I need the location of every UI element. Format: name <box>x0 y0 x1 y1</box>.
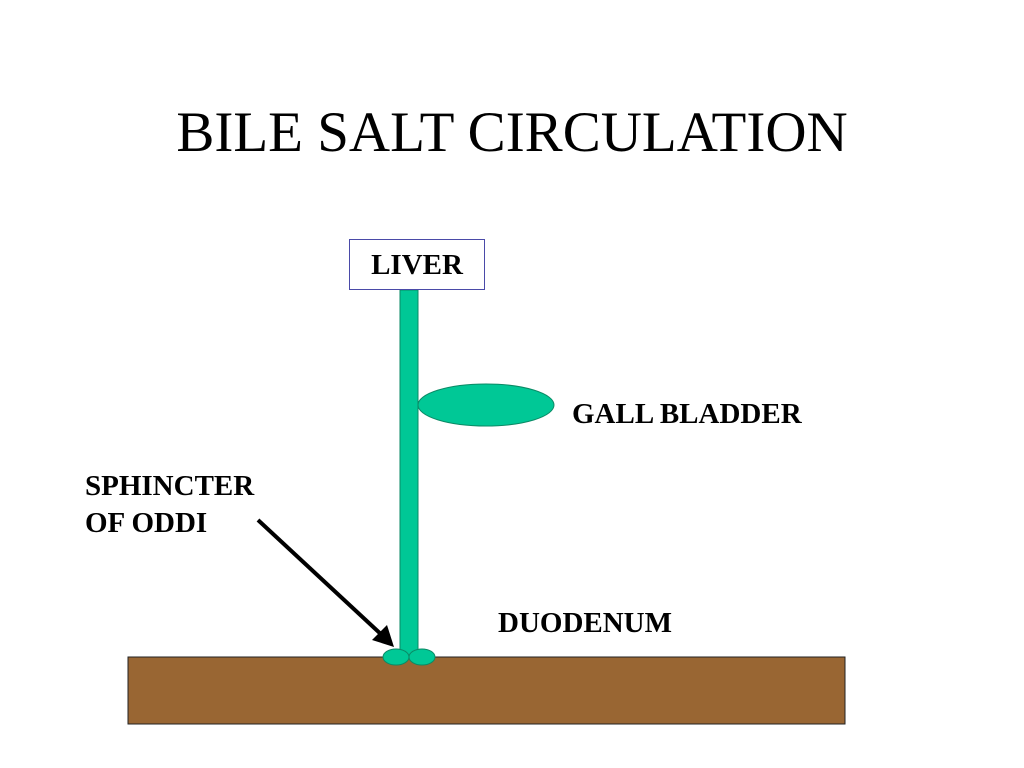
gall-bladder-label: GALL BLADDER <box>572 398 802 430</box>
gall-bladder-shape <box>417 383 555 427</box>
sphincter-label-line1: SPHINCTER <box>85 470 255 502</box>
slide-title: BILE SALT CIRCULATION <box>176 101 848 164</box>
liver-box: LIVER <box>349 239 485 290</box>
pointer-arrow-shaft <box>256 518 386 639</box>
bile-duct <box>399 289 419 659</box>
sphincter-of-oddi-label: SPHINCTER OF ODDI <box>85 468 254 542</box>
sphincter-label-line2: OF ODDI <box>85 507 208 539</box>
liver-label: LIVER <box>371 249 463 281</box>
duodenum-label: DUODENUM <box>498 607 672 639</box>
duodenum-rect <box>127 656 846 725</box>
pointer-arrow-head <box>372 625 394 647</box>
sphincter-right-lobe <box>408 648 436 666</box>
sphincter-left-lobe <box>382 648 410 666</box>
